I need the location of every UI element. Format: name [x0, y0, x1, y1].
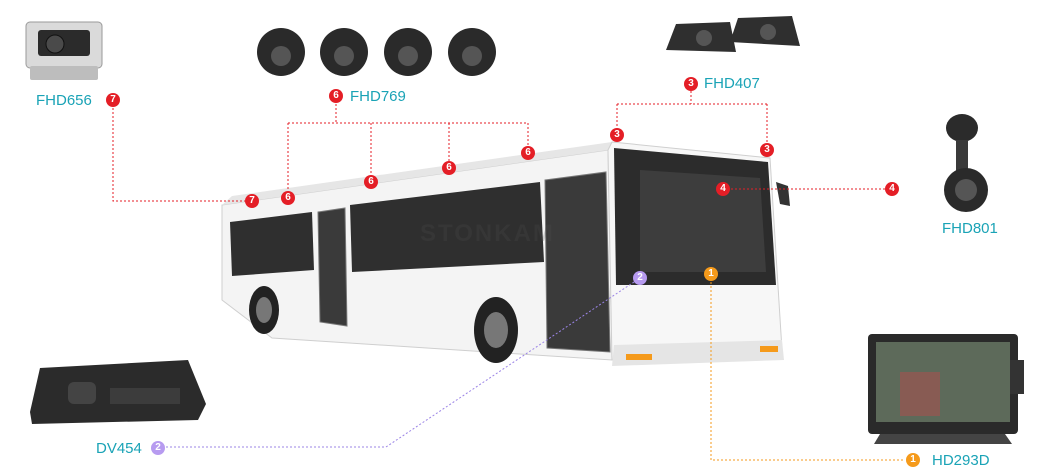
- fhd769-mount-badge: 6: [521, 146, 535, 160]
- fhd407-mount-badge: 3: [760, 143, 774, 157]
- dv454-mdvr-icon: [30, 360, 206, 424]
- fhd407-label: FHD407: [704, 75, 760, 92]
- fhd769-mount-badge: 6: [364, 175, 378, 189]
- fhd801-label: FHD801: [942, 220, 998, 237]
- fhd656-label: FHD656: [36, 92, 92, 109]
- fhd656-connector-line: [112, 100, 252, 202]
- fhd769-mount-badge: 6: [442, 161, 456, 175]
- dv454-badge: 2: [151, 441, 165, 455]
- fhd769-label: FHD769: [350, 88, 406, 105]
- fhd769-camera-icon: [257, 28, 496, 76]
- fhd407-badge: 3: [684, 77, 698, 91]
- hd293d-mount-badge: 1: [704, 267, 718, 281]
- fhd656-mount-badge: 7: [245, 194, 259, 208]
- fhd407-connector-line: [616, 91, 768, 150]
- hd293d-label: HD293D: [932, 452, 990, 469]
- dv454-connector-line: [158, 277, 641, 448]
- fhd801-mount-badge: 4: [716, 182, 730, 196]
- fhd769-badge: 6: [329, 89, 343, 103]
- fhd656-badge: 7: [106, 93, 120, 107]
- fhd801-badge: 4: [885, 182, 899, 196]
- watermark: STONKAM: [420, 220, 555, 247]
- bus-illustration: [221, 141, 790, 366]
- hd293d-connector-line: [710, 274, 905, 461]
- fhd407-mount-badge: 3: [610, 128, 624, 142]
- fhd769-mount-badge: 6: [281, 191, 295, 205]
- dv454-mount-badge: 2: [633, 271, 647, 285]
- dv454-label: DV454: [96, 440, 142, 457]
- fhd769-connector-line: [287, 104, 529, 198]
- fhd801-camera-icon: [944, 114, 988, 212]
- hd293d-monitor-icon: [868, 334, 1024, 444]
- fhd656-camera-icon: [25, 21, 103, 80]
- fhd407-camera-icon: [666, 16, 800, 52]
- hd293d-badge: 1: [906, 453, 920, 467]
